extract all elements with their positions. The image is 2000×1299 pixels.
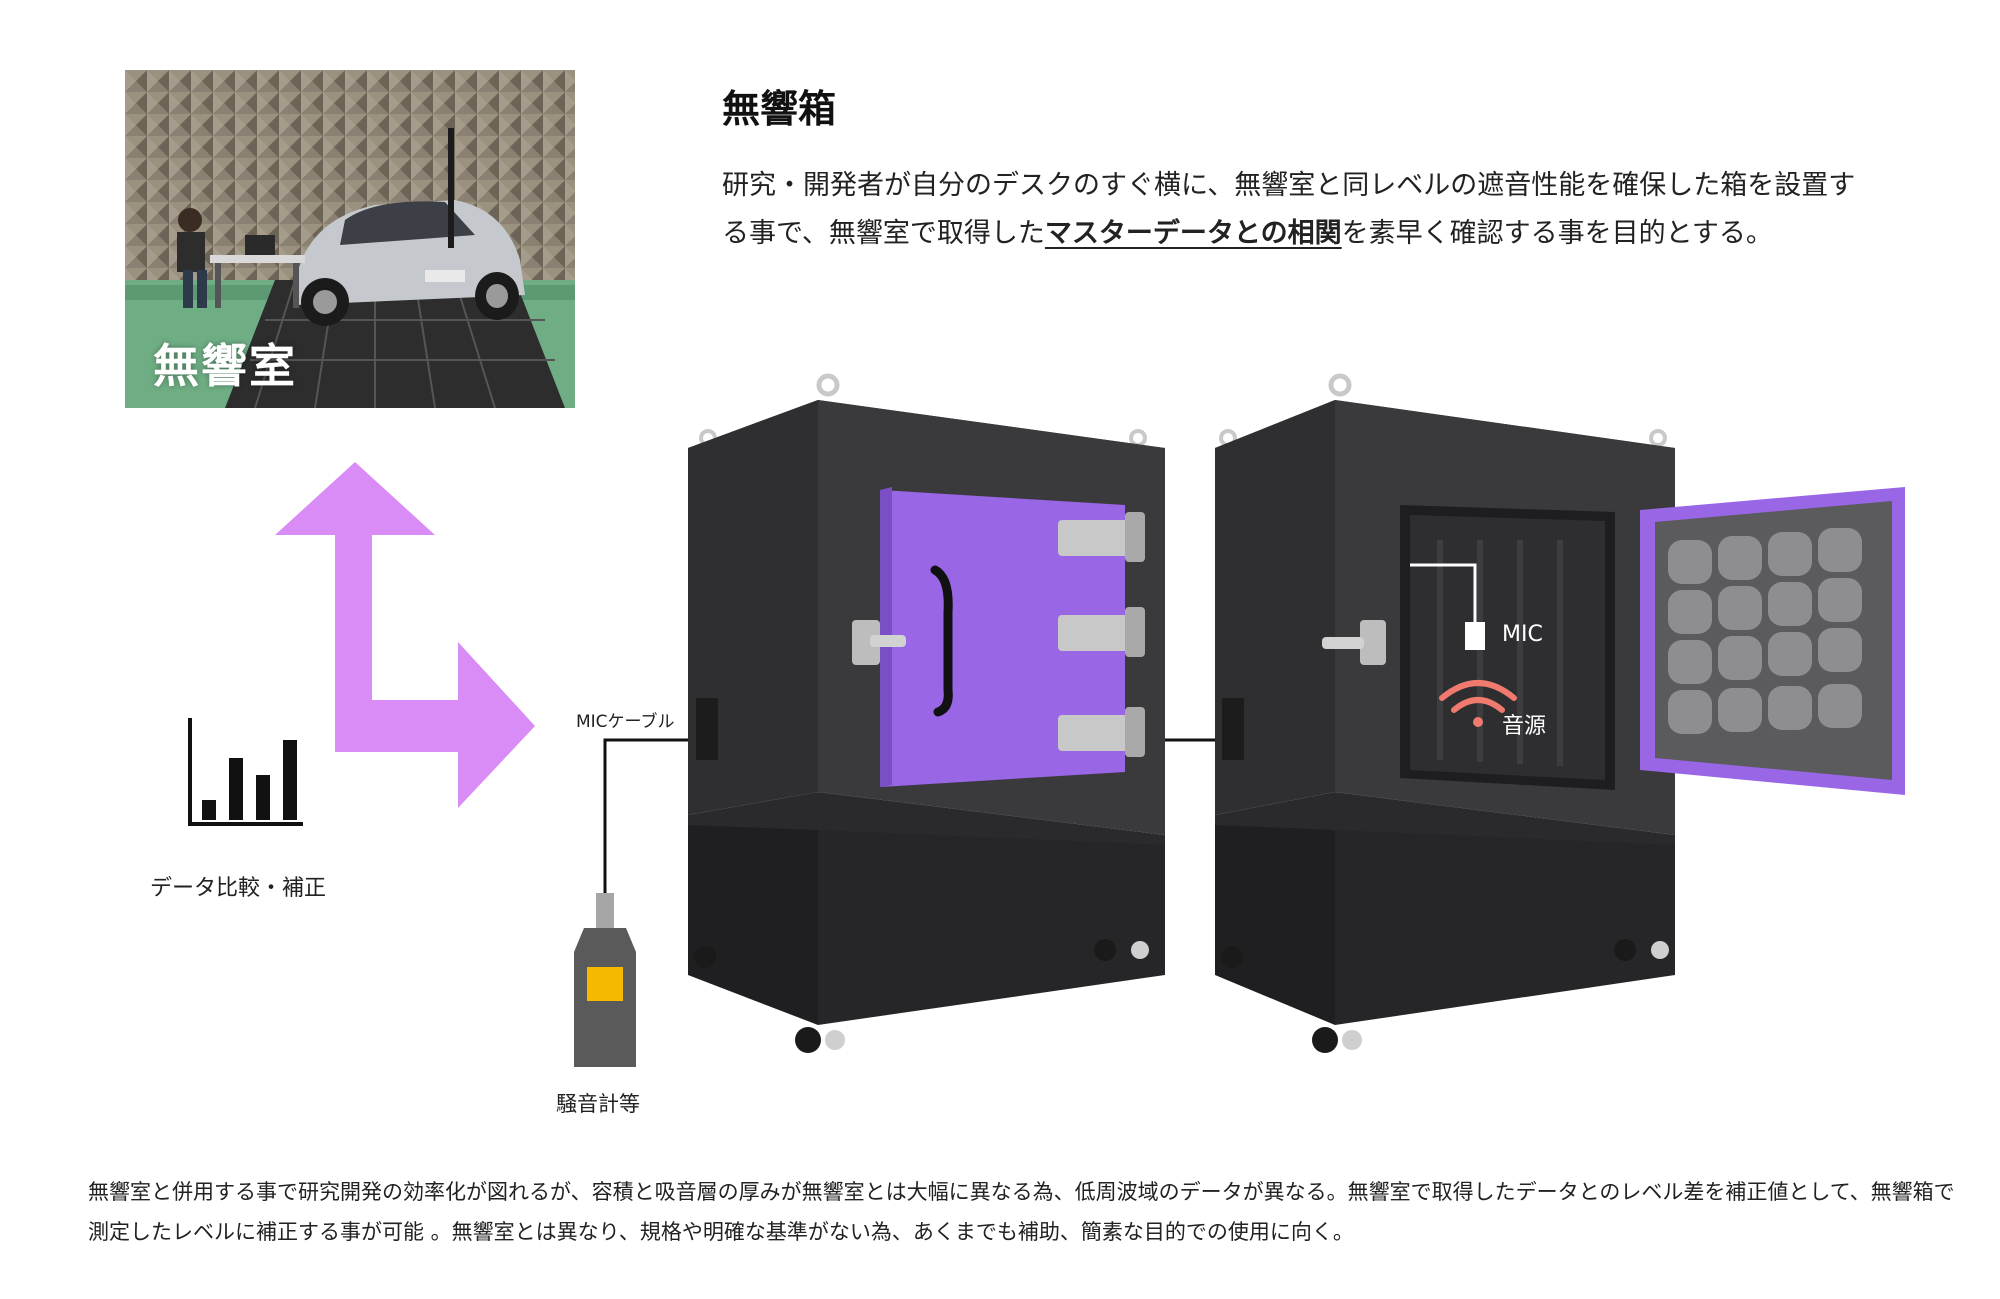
description-emphasis: マスターデータとの相関 [1044, 218, 1342, 249]
wifi-icon [1439, 680, 1517, 713]
page-title: 無響箱 [722, 87, 837, 131]
mic-cable-label: MICケーブル [576, 712, 675, 732]
photo-label: 無響室 [153, 339, 297, 393]
bar-chart-icon [188, 718, 303, 826]
description: 研究・開発者が自分のデスクのすぐ横に、無響室と同レベルの遮音性能を確保した箱を設… [722, 162, 1862, 258]
description-text-end: を素早く確認する事を目的とする。 [1341, 218, 1773, 249]
mic-cable [603, 738, 700, 893]
flow-arrow [275, 462, 535, 808]
anechoic-box-closed [688, 373, 1165, 1053]
anechoic-room-photo: 無響室 [125, 70, 575, 408]
sound-level-meter [574, 893, 636, 1067]
footer-note: 無響室と併用する事で研究開発の効率化が図れるが、容積と吸音層の厚みが無響室とは大… [88, 1180, 1955, 1244]
mic-icon [1465, 622, 1485, 650]
anechoic-box-open [1215, 373, 1905, 1053]
mic-label: MIC [1502, 622, 1543, 647]
description-text: 研究・開発者が自分のデスクのすぐ横に、無響室と同レベルの遮音性能を確保した箱を設… [722, 170, 1856, 249]
anechoic-room-illustration [125, 70, 575, 408]
sound-source-label: 音源 [1502, 714, 1547, 739]
acoustic-foam-panel [1668, 528, 1862, 734]
sound-level-meter-label: 騒音計等 [556, 1092, 640, 1116]
data-compare-label: データ比較・補正 [150, 876, 327, 901]
